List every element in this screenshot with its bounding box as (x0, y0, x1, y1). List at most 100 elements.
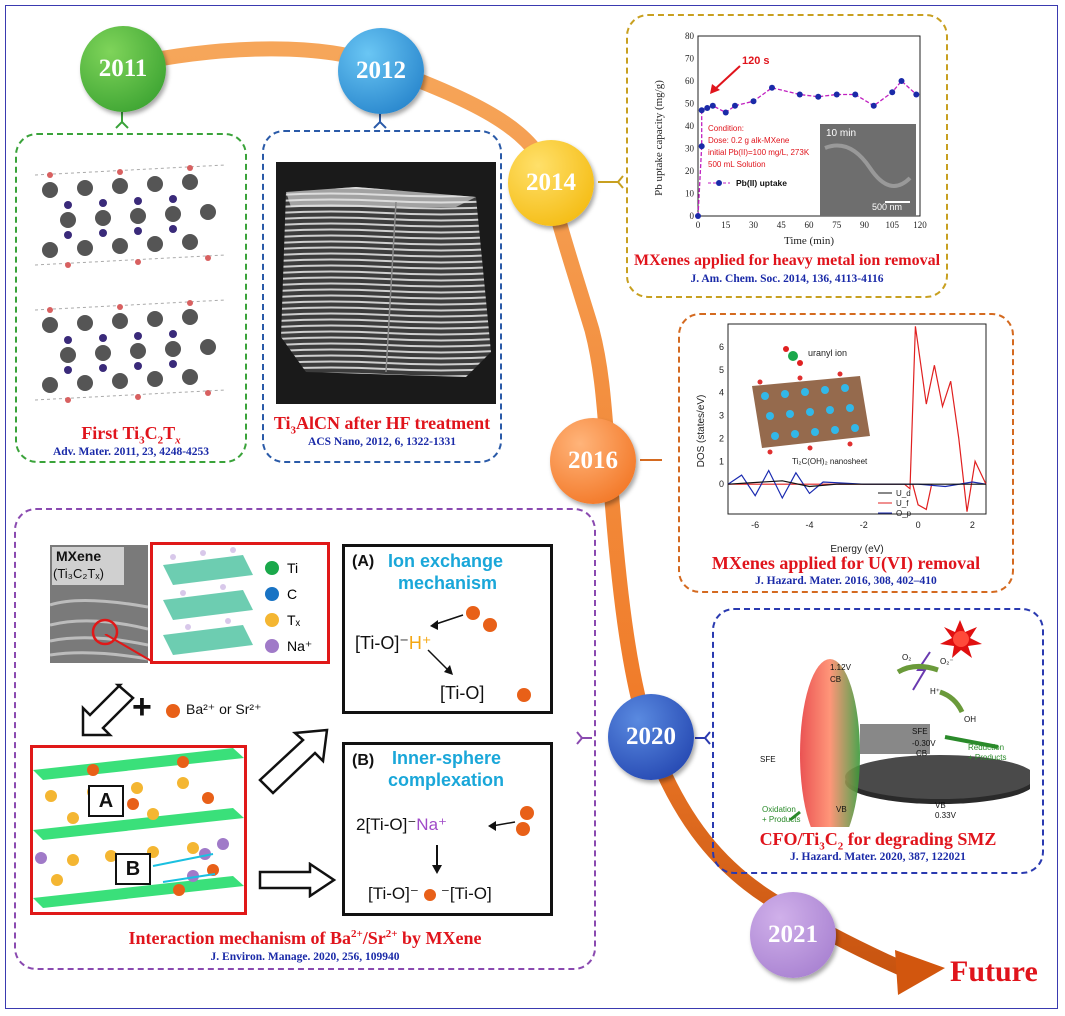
milestone-2014-title: MXenes applied for heavy metal ion remov… (633, 252, 941, 269)
svg-text:VB: VB (836, 805, 847, 814)
zoom-connector (104, 634, 154, 663)
panel-A-title-1: Ion exchange (388, 551, 504, 571)
panel-A-equation-1: [Ti-O]⁻H⁺ (355, 633, 432, 653)
panel-B-equation-2: [Ti-O]⁻⁻[Ti-O] (368, 884, 492, 903)
panel-B-title-2: complexation (388, 770, 505, 790)
legend-label: Tₓ (287, 612, 301, 628)
pb-uptake-point (833, 91, 840, 98)
future-label: Future (950, 955, 1038, 988)
y-tick-label: 20 (685, 166, 695, 176)
year-2016-marker: 2016 (550, 418, 636, 504)
svg-text:Pb(II) uptake: Pb(II) uptake (736, 178, 787, 188)
x-tick-label: 60 (805, 220, 815, 230)
panel-B-title-1: Inner-sphere (392, 748, 502, 768)
milestone-2011-reference: Adv. Mater. 2011, 23, 4248-4253 (52, 446, 210, 458)
pb-uptake-point (698, 143, 705, 150)
milestone-2012-reference: ACS Nano, 2012, 6, 1322-1331 (308, 436, 456, 448)
svg-text:-0.30V: -0.30V (912, 739, 936, 748)
ion-pair-icon-3 (520, 806, 534, 820)
milestone-2016-box (678, 313, 1014, 593)
milestone-2016-title: MXenes applied for U(VI) removal (711, 553, 981, 573)
legend-item: Na⁺ (265, 633, 329, 659)
legend-label: Ti (287, 560, 299, 576)
arrow-to-B-icon (258, 862, 337, 898)
milestone-2020-cfo-reference: J. Hazard. Mater. 2020, 387, 122021 (790, 851, 966, 863)
svg-text:U_d: U_d (896, 489, 911, 498)
y-tick-label: 5 (719, 365, 724, 375)
pb-uptake-point (870, 102, 877, 109)
milestone-2020-cfo-box (712, 608, 1044, 874)
mxene-sem-panel (50, 545, 148, 663)
year-2012-marker: 2012 (338, 28, 424, 114)
x-tick-label: 0 (916, 520, 921, 530)
pb-uptake-point (709, 102, 716, 109)
svg-text:1.12V: 1.12V (830, 663, 852, 672)
x-tick-label: 120 (913, 220, 927, 230)
svg-text:Pb uptake capacity (mg/g): Pb uptake capacity (mg/g) (653, 80, 665, 196)
y-tick-label: 0 (719, 479, 724, 489)
panel-B-arrows (488, 821, 516, 831)
svg-text:O₂: O₂ (902, 653, 911, 662)
y-tick-label: 70 (685, 54, 695, 64)
panel-A-title-2: mechanism (398, 573, 498, 593)
svg-text:H⁺: H⁺ (930, 687, 940, 696)
svg-text:10 min: 10 min (826, 128, 856, 139)
svg-text:initial Pb(II)=100 mg/L, 273K: initial Pb(II)=100 mg/L, 273K (708, 148, 810, 157)
x-tick-label: -6 (751, 520, 759, 530)
svg-text:SFE: SFE (760, 755, 776, 764)
x-tick-label: 15 (721, 220, 731, 230)
pb-uptake-point (913, 91, 920, 98)
svg-text:120 s: 120 s (742, 55, 770, 67)
pb-uptake-point (769, 84, 775, 91)
milestone-2014-reference: J. Am. Chem. Soc. 2014, 136, 4113-4116 (690, 273, 884, 285)
x-tick-label: 105 (886, 220, 900, 230)
pb-uptake-chart: Pb uptake capacity (mg/g) 01020304050607… (653, 31, 927, 247)
pb-uptake-point (815, 93, 822, 100)
svg-text:Ti₂C(OH)₂ nanosheet: Ti₂C(OH)₂ nanosheet (792, 457, 868, 466)
pb-uptake-point (732, 102, 738, 109)
mxene-label: MXene (56, 548, 102, 564)
pb-uptake-point (722, 109, 729, 116)
pb-uptake-point (796, 91, 803, 98)
ti3alcn-sem-image (276, 162, 496, 404)
pb-uptake-point (852, 91, 859, 98)
site-A-label: A (88, 785, 124, 817)
svg-text:Oxidation: Oxidation (762, 805, 796, 814)
y-tick-label: 40 (685, 121, 695, 131)
milestone-2020-cfo-title: CFO/Ti3C2 for degrading SMZ (759, 829, 997, 853)
svg-text:500 nm: 500 nm (872, 202, 902, 212)
panel-A-arrows (427, 614, 464, 675)
y-tick-label: 1 (719, 456, 724, 466)
y-tick-label: 6 (719, 342, 724, 352)
svg-text:OH: OH (964, 715, 976, 724)
milestone-2016-reference: J. Hazard. Mater. 2016, 308, 402–410 (755, 575, 937, 587)
y-tick-label: 30 (685, 144, 695, 154)
down-arrow-icon (81, 683, 135, 737)
svg-text:U_f: U_f (896, 499, 909, 508)
svg-text:O_p: O_p (896, 509, 912, 518)
cfo-photocatalysis-illustration: 1.12V CB O₂ O₂⁻ H⁺ OH SFE SFE -0.30V CB … (760, 620, 1030, 827)
legend-label: Na⁺ (287, 637, 313, 654)
y-tick-label: 4 (719, 388, 724, 398)
year-2014-marker: 2014 (508, 140, 594, 226)
legend-swatch (265, 561, 279, 575)
legend-swatch (265, 639, 279, 653)
year-2011-marker: 2011 (80, 26, 166, 112)
svg-text:+ Products: + Products (968, 753, 1006, 762)
panel-A-equation-2: [Ti-O] (440, 683, 485, 703)
legend-item: C (265, 581, 329, 607)
svg-text:DOS (states/eV): DOS (states/eV) (696, 395, 707, 468)
y-tick-label: 3 (719, 411, 724, 421)
panel-A-head: (A) (352, 553, 375, 570)
milestone-2014-box (626, 14, 948, 298)
y-tick-label: 2 (719, 433, 724, 443)
x-tick-label: -4 (805, 520, 813, 530)
plus-icon: + (132, 688, 152, 726)
pb-uptake-point (889, 89, 896, 96)
pb-uptake-point (898, 78, 905, 84)
pb-uptake-point (695, 213, 701, 219)
